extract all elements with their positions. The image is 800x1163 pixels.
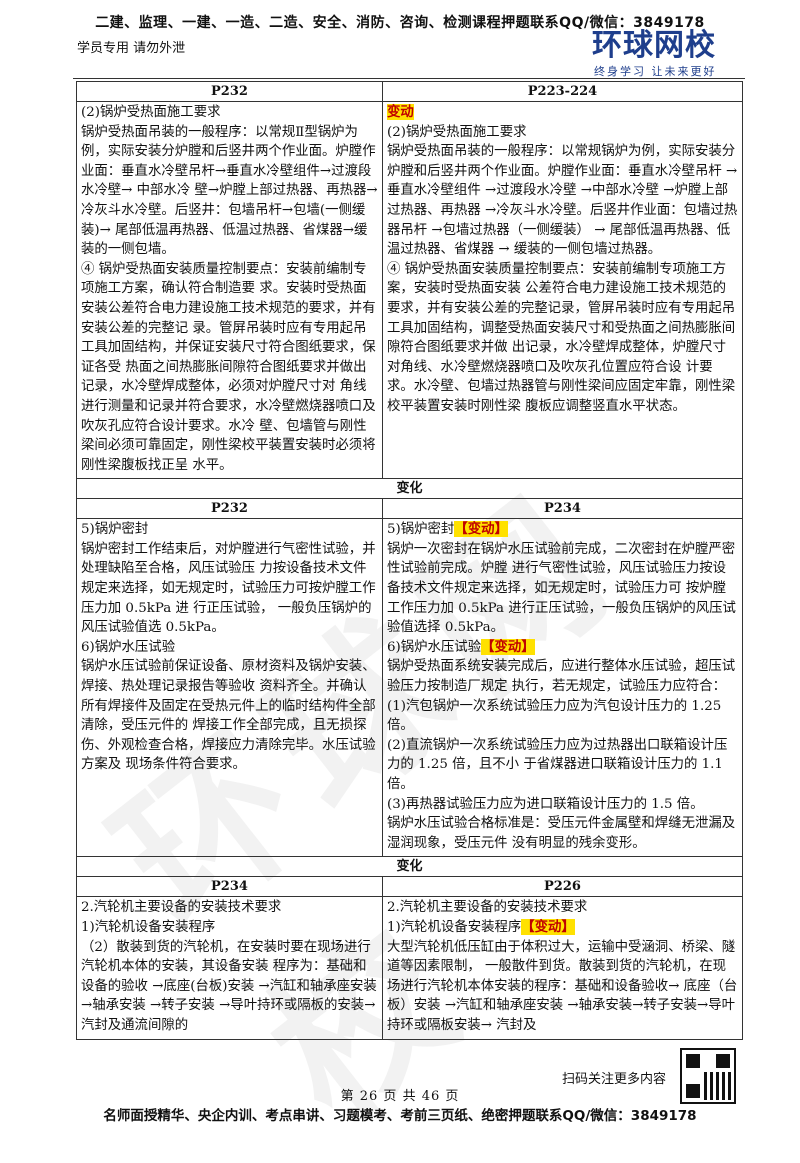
paragraph: 2.汽轮机主要设备的安装技术要求 <box>81 900 282 916</box>
scan-qr-caption: 扫码关注更多内容 <box>562 1072 667 1087</box>
table-row: (2)锅炉受热面施工要求 锅炉受热面吊装的一般程序：以常规Ⅱ型锅炉为例，实际安装… <box>76 100 743 480</box>
logo-wordmark: 环球网校 <box>592 28 716 63</box>
paragraph: ④ 锅炉受热面安装质量控制要点：安装前编制专项施工方案，确认符合制造要 求。安装… <box>81 261 376 473</box>
paragraph: 1)汽轮机设备安装程序 <box>81 919 216 935</box>
table-header-row: P234 P226 <box>76 876 743 898</box>
paragraph: 大型汽轮机低压缸由于体积过大，运输中受涵洞、桥梁、隧道等因素限制， 一般散件到货… <box>387 939 738 1033</box>
subsection-title: 1)汽轮机设备安装程序 <box>387 919 522 935</box>
paragraph: 锅炉一次密封在锅炉水压试验前完成，二次密封在炉膛严密性试验前完成。炉膛 进行气密… <box>387 541 736 636</box>
paragraph: ④ 锅炉受热面安装质量控制要点：安装前编制专项施工方案，安装时受热面安装 公差符… <box>387 261 736 414</box>
paragraph: (3)再热器试验压力应为进口联箱设计压力的 1.5 倍。 <box>387 796 704 812</box>
change-separator: 变化 <box>76 856 743 878</box>
comparison-table: P232 P223-224 (2)锅炉受热面施工要求 锅炉受热面吊装的一般程序：… <box>76 81 743 1040</box>
paragraph: (1)汽包锅炉一次系统试验压力应为汽包设计压力的 1.25 倍。 <box>387 698 722 734</box>
new-text-cell: 变动 (2)锅炉受热面施工要求 锅炉受热面吊装的一般程序：以常规锅炉为例，实际安… <box>382 100 743 480</box>
logo-tagline: 终身学习 让未来更好 <box>594 65 717 78</box>
paragraph: 锅炉受热面吊装的一般程序：以常规锅炉为例，实际安装分炉膛和后竖井两个作业面。炉膛… <box>387 144 738 258</box>
new-page-label: P226 <box>382 876 743 898</box>
change-tag: 【变动】 <box>454 521 508 538</box>
change-tag: 变动 <box>387 104 414 120</box>
bottom-contact-banner: 名师面授精华、央企内训、考点串讲、习题模考、考前三页纸、绝密押题联系QQ/微信：… <box>103 1108 697 1124</box>
new-page-label: P234 <box>382 498 743 520</box>
paragraph: (2)锅炉受热面施工要求 <box>387 124 527 140</box>
subsection-title: 5)锅炉密封 <box>387 522 455 538</box>
old-page-label: P234 <box>76 876 383 898</box>
paragraph: 2.汽轮机主要设备的安装技术要求 <box>387 900 588 916</box>
table-header-row: P232 P234 <box>76 498 743 520</box>
table-header-row: P232 P223-224 <box>76 81 743 102</box>
top-contact-banner: 二建、监理、一建、一造、二造、安全、消防、咨询、检测课程押题联系QQ/微信：38… <box>95 15 705 31</box>
paragraph: 5)锅炉密封 <box>81 522 149 538</box>
paragraph: 6)锅炉水压试验 <box>81 639 176 655</box>
old-page-label: P232 <box>76 498 383 520</box>
change-separator: 变化 <box>76 478 743 500</box>
new-text-cell: 2.汽轮机主要设备的安装技术要求 1)汽轮机设备安装程序【变动】 大型汽轮机低压… <box>382 896 743 1040</box>
paragraph: 锅炉水压试验前保证设备、原材资料及锅炉安装、焊接、热处理记录报告等验收 资料齐全… <box>81 659 376 773</box>
paragraph: (2)锅炉受热面施工要求 <box>81 105 221 120</box>
new-page-label: P223-224 <box>382 81 743 102</box>
table-row: 5)锅炉密封 锅炉密封工作结束后，对炉膛进行气密性试验，并处理缺陷至合格，风压试… <box>76 518 743 858</box>
old-page-label: P232 <box>76 81 383 102</box>
old-text-cell: (2)锅炉受热面施工要求 锅炉受热面吊装的一般程序：以常规Ⅱ型锅炉为例，实际安装… <box>76 100 383 480</box>
paragraph: 锅炉水压试验合格标准是：受压元件金属壁和焊缝无泄漏及湿润现象，受压元件 没有明显… <box>387 816 736 851</box>
old-text-cell: 2.汽轮机主要设备的安装技术要求 1)汽轮机设备安装程序 （2）散装到货的汽轮机… <box>76 896 383 1040</box>
separator-row: 变化 <box>76 478 743 500</box>
separator-row: 变化 <box>76 856 743 878</box>
brand-logo: 环球网校 终身学习 让未来更好 <box>592 30 742 79</box>
paragraph: （2）散装到货的汽轮机，在安装时要在现场进行汽轮机本体的安装，其设备安装 程序为… <box>81 939 377 1033</box>
paragraph: 锅炉受热面吊装的一般程序：以常规Ⅱ型锅炉为例，实际安装分炉膛和后竖井两个作业面。… <box>81 124 378 258</box>
paragraph: 锅炉密封工作结束后，对炉膛进行气密性试验，并处理缺陷至合格，风压试验压 力按设备… <box>81 541 376 636</box>
subsection-title: 6)锅炉水压试验 <box>387 639 482 655</box>
paragraph: (2)直流锅炉一次系统试验压力应为过热器出口联箱设计压力的 1.25 倍，且不小… <box>387 737 728 792</box>
new-text-cell: 5)锅炉密封【变动】 锅炉一次密封在锅炉水压试验前完成，二次密封在炉膛严密性试验… <box>382 518 743 858</box>
change-tag: 【变动】 <box>521 918 575 935</box>
change-tag: 【变动】 <box>481 638 535 655</box>
table-row: 2.汽轮机主要设备的安装技术要求 1)汽轮机设备安装程序 （2）散装到货的汽轮机… <box>76 896 743 1040</box>
student-only-note: 学员专用 请勿外泄 <box>77 41 186 56</box>
paragraph: 锅炉受热面系统安装完成后，应进行整体水压试验，超压试验压力按制造厂规定 执行，若… <box>387 659 736 695</box>
page-number: 第 26 页 共 46 页 <box>340 1089 460 1104</box>
qr-code-icon[interactable] <box>680 1048 736 1104</box>
header-divider <box>73 78 745 79</box>
old-text-cell: 5)锅炉密封 锅炉密封工作结束后，对炉膛进行气密性试验，并处理缺陷至合格，风压试… <box>76 518 383 858</box>
